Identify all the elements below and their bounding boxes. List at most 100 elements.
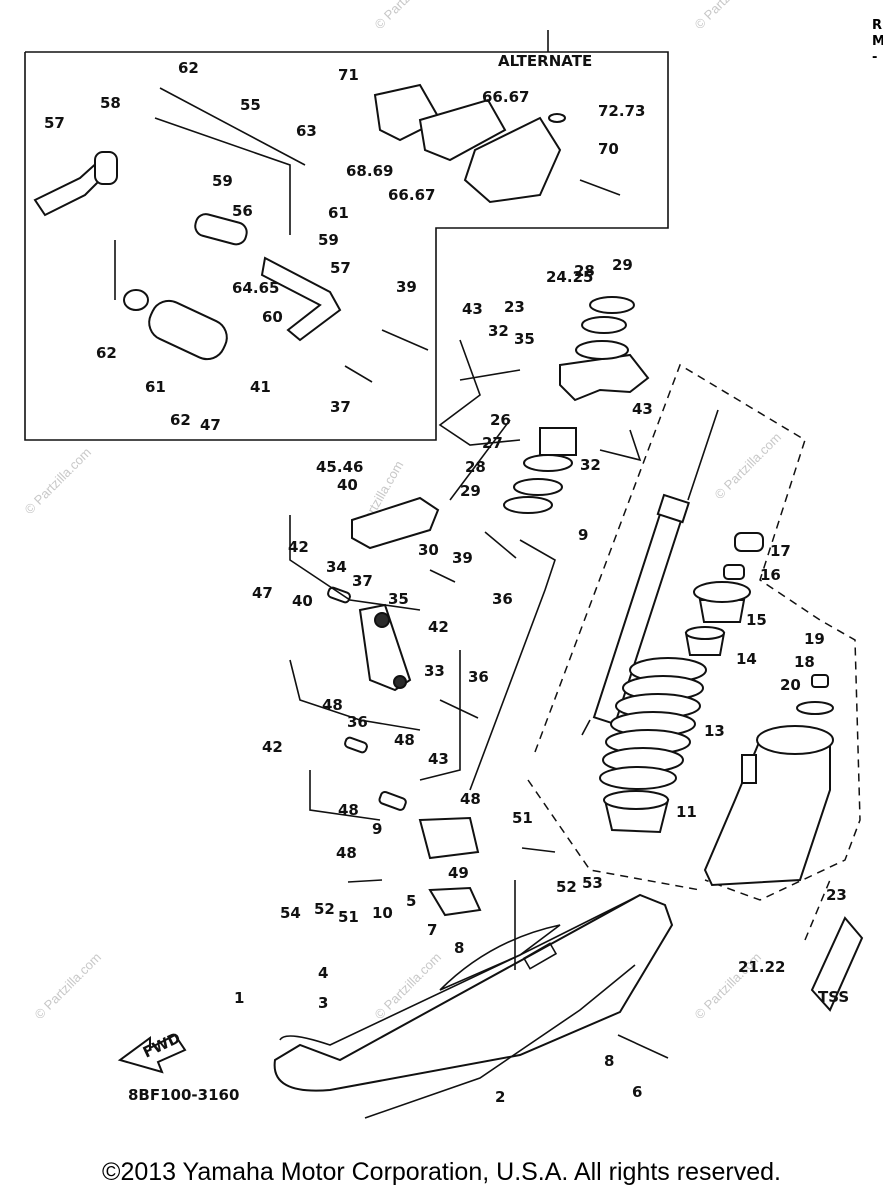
callout-label: 17 (770, 542, 791, 560)
callout-label: 51 (512, 809, 533, 827)
callout-label: 9 (372, 820, 382, 838)
callout-label: 52 (314, 900, 335, 918)
callout-label: 61 (145, 378, 166, 396)
callout-label: 54 (280, 904, 301, 922)
shock-absorber (581, 409, 719, 736)
copyright-notice: ©2013 Yamaha Motor Corporation, U.S.A. A… (102, 1158, 781, 1186)
callout-label: 53 (582, 874, 603, 892)
callout-label: 52 (556, 878, 577, 896)
callout-label: 6 (632, 1083, 642, 1101)
callout-label: 28 (465, 458, 486, 476)
top-right-fragment: R M - (872, 18, 883, 65)
callout-label: 18 (794, 653, 815, 671)
callout-label: 56 (232, 202, 253, 220)
inset-parts (33, 83, 621, 361)
callout-label: 34 (326, 558, 347, 576)
callout-label: 8 (604, 1052, 614, 1070)
callout-label: 36 (492, 590, 513, 608)
callout-label: 71 (338, 66, 359, 84)
watermark: © Partzilla.com (712, 430, 785, 503)
callout-label: 1 (234, 989, 244, 1007)
callout-label: 42 (428, 618, 449, 636)
callout-label: 43 (462, 300, 483, 318)
callout-label: 29 (460, 482, 481, 500)
callout-label: 20 (780, 676, 801, 694)
callout-label: 62 (170, 411, 191, 429)
callout-label: 30 (418, 541, 439, 559)
callout-label: 60 (262, 308, 283, 326)
callout-label: 59 (212, 172, 233, 190)
callout-label: 43 (428, 750, 449, 768)
callout-label: 41 (250, 378, 271, 396)
decal-text: TSS (818, 988, 849, 1006)
callout-label: 23 (826, 886, 847, 904)
callout-label: 72.73 (598, 102, 645, 120)
drawing-code: 8BF100-3160 (128, 1086, 239, 1104)
callout-label: 33 (424, 662, 445, 680)
callout-label: 70 (598, 140, 619, 158)
callout-label: 51 (338, 908, 359, 926)
coil-spring (599, 657, 707, 834)
callout-label: 59 (318, 231, 339, 249)
linkage-arms (327, 496, 482, 917)
callout-label: 43 (632, 400, 653, 418)
callout-label: 62 (178, 59, 199, 77)
callout-label: 32 (580, 456, 601, 474)
callouts: ALTERNATE 62 58 55 57 63 71 66.67 72.73 … (44, 52, 847, 1106)
callout-label: 28 (574, 262, 595, 280)
callout-label: 37 (352, 572, 373, 590)
callout-label: 45.46 (316, 458, 363, 476)
decal: TSS (810, 916, 864, 1012)
callout-label: 68.69 (346, 162, 393, 180)
callout-label: 48 (338, 801, 359, 819)
callout-label: 66.67 (482, 88, 529, 106)
callout-label: 39 (396, 278, 417, 296)
callout-label: 39 (452, 549, 473, 567)
callout-label: 42 (262, 738, 283, 756)
shock-enclosure (527, 363, 861, 941)
shock-mount (503, 296, 650, 514)
callout-label: 27 (482, 434, 503, 452)
callout-label: 48 (394, 731, 415, 749)
callout-label: 36 (347, 713, 368, 731)
callout-label: 14 (736, 650, 757, 668)
callout-label: 48 (460, 790, 481, 808)
callout-label: 58 (100, 94, 121, 112)
callout-label: 26 (490, 411, 511, 429)
watermark: © Partzilla.com (692, 0, 765, 32)
callout-label: 48 (322, 696, 343, 714)
callout-label: 42 (288, 538, 309, 556)
callout-label: 40 (337, 476, 358, 494)
callout-label: 11 (676, 803, 697, 821)
callout-label: 5 (406, 892, 416, 910)
callout-label: 19 (804, 630, 825, 648)
callout-label: 29 (612, 256, 633, 274)
bolts (344, 329, 669, 1059)
callout-label: 9 (578, 526, 588, 544)
callout-label: 47 (200, 416, 221, 434)
callout-label: 4 (318, 964, 328, 982)
spring-seat-stack (684, 532, 764, 656)
callout-label: 61 (328, 204, 349, 222)
callout-label: 57 (330, 259, 351, 277)
callout-label: 21.22 (738, 958, 785, 976)
callout-label: 23 (504, 298, 525, 316)
title-label: ALTERNATE (498, 52, 592, 70)
callout-label: 10 (372, 904, 393, 922)
callout-label: 7 (427, 921, 437, 939)
callout-label: 32 (488, 322, 509, 340)
watermark: © Partzilla.com (372, 0, 445, 32)
forward-arrow-icon: FWD (117, 1029, 187, 1074)
callout-label: 66.67 (388, 186, 435, 204)
ski (273, 893, 674, 1119)
watermark: © Partzilla.com (22, 445, 95, 518)
callout-label: 16 (760, 566, 781, 584)
callout-label: 55 (240, 96, 261, 114)
callout-label: 48 (336, 844, 357, 862)
leader-lines (114, 117, 642, 970)
callout-label: 49 (448, 864, 469, 882)
callout-label: 15 (746, 611, 767, 629)
callout-label: 62 (96, 344, 117, 362)
callout-label: 47 (252, 584, 273, 602)
